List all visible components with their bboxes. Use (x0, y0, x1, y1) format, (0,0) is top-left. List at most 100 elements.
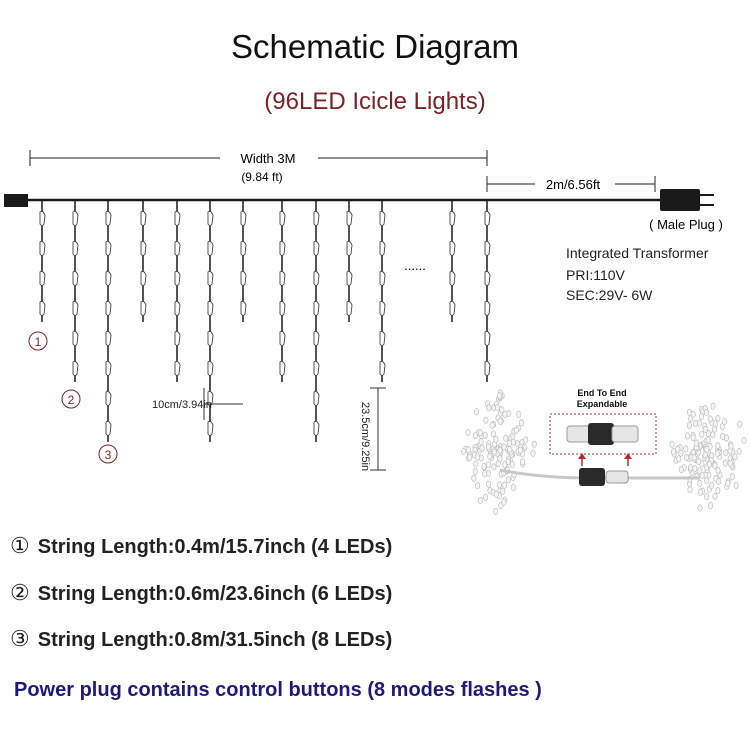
led-bulb-icon (73, 301, 78, 315)
led-bulb-icon (314, 211, 319, 225)
coil-led-dot (483, 494, 487, 500)
led-coil-right (670, 403, 746, 511)
coil-led-dot (502, 444, 506, 450)
led-bulb-icon (314, 391, 319, 405)
led-bulb-icon (314, 421, 319, 435)
coil-led-dot (498, 455, 502, 461)
led-bulb-icon (485, 361, 490, 375)
coil-led-dot (488, 453, 492, 459)
svg-text:1: 1 (35, 335, 42, 349)
led-bulb-icon (73, 361, 78, 375)
coil-led-dot (532, 441, 536, 447)
led-bulb-icon (380, 361, 385, 375)
led-bulb-icon (485, 241, 490, 255)
led-bulb-icon (380, 301, 385, 315)
coil-led-dot (697, 420, 701, 426)
led-bulb-icon (106, 331, 111, 345)
coil-led-dot (728, 460, 732, 466)
led-bulb-icon (73, 241, 78, 255)
coil-led-dot (491, 431, 495, 437)
coil-led-dot (494, 491, 498, 497)
coil-led-dot (487, 405, 491, 411)
coil-led-dot (502, 499, 506, 505)
string-length-1: ①String Length:0.4m/15.7inch (4 LEDs) (10, 533, 392, 559)
coil-led-dot (520, 459, 524, 465)
coil-led-dot (724, 450, 728, 456)
coil-led-dot (475, 483, 479, 489)
transformer-heading: Integrated Transformer (566, 244, 708, 262)
led-bulb-icon (40, 241, 45, 255)
coil-led-dot (472, 475, 476, 481)
led-bulb-icon (485, 271, 490, 285)
led-bulb-icon (450, 211, 455, 225)
led-bulb-icon (208, 241, 213, 255)
coil-led-dot (688, 487, 692, 493)
coil-led-dot (726, 480, 730, 486)
coil-led-dot (518, 447, 522, 453)
led-bulb-icon (280, 211, 285, 225)
coil-led-dot (473, 433, 477, 439)
led-bulb-icon (314, 241, 319, 255)
led-bulb-icon (347, 211, 352, 225)
coil-led-dot (486, 462, 490, 468)
led-bulb-icon (106, 391, 111, 405)
coil-led-dot (510, 462, 514, 468)
led-bulb-icon (314, 361, 319, 375)
svg-text:2: 2 (68, 393, 75, 407)
coil-led-dot (685, 433, 689, 439)
coil-led-dot (474, 409, 478, 415)
led-bulb-icon (241, 271, 246, 285)
led-bulb-icon (208, 421, 213, 435)
coil-led-dot (698, 489, 702, 495)
connector-icon (579, 468, 605, 486)
coil-led-dot (709, 482, 713, 488)
led-bulb-icon (241, 241, 246, 255)
coil-led-dot (497, 482, 501, 488)
led-bulb-icon (175, 301, 180, 315)
coil-led-dot (679, 467, 683, 473)
coil-led-dot (531, 450, 535, 456)
coil-led-dot (684, 446, 688, 452)
strand-marker-1: 1 (29, 332, 47, 350)
led-bulb-icon (106, 301, 111, 315)
led-bulb-icon (485, 211, 490, 225)
coil-led-dot (698, 505, 702, 511)
coil-led-dot (713, 493, 717, 499)
led-bulb-icon (380, 211, 385, 225)
led-bulb-icon (380, 331, 385, 345)
spacing-label: 10cm/3.94in (152, 399, 212, 411)
coil-led-dot (514, 427, 518, 433)
coil-led-dot (508, 446, 512, 452)
strand-marker-2: 2 (62, 390, 80, 408)
string-length-3: ③String Length:0.8m/31.5inch (8 LEDs) (10, 626, 392, 652)
coil-led-dot (679, 450, 683, 456)
led-bulb-icon (347, 301, 352, 315)
coil-led-dot (494, 436, 498, 442)
led-bulb-icon (241, 211, 246, 225)
marker-2: ② (10, 580, 30, 606)
led-bulb-icon (73, 271, 78, 285)
coil-led-dot (482, 463, 486, 469)
coil-led-dot (490, 422, 494, 428)
coil-led-dot (703, 426, 707, 432)
led-bulb-icon (106, 421, 111, 435)
led-bulb-icon (141, 241, 146, 255)
coil-led-dot (504, 435, 508, 441)
coil-led-dot (495, 404, 499, 410)
coil-led-dot (507, 440, 511, 446)
coil-led-dot (502, 482, 506, 488)
coil-led-dot (734, 482, 738, 488)
led-bulb-icon (347, 271, 352, 285)
led-bulb-icon (280, 301, 285, 315)
strand-marker-3: 3 (99, 445, 117, 463)
coil-led-dot (715, 450, 719, 456)
width-label: Width 3M (241, 151, 296, 166)
led-bulb-icon (106, 271, 111, 285)
coil-led-dot (486, 444, 490, 450)
coil-led-dot (737, 448, 741, 454)
coil-led-dot (733, 454, 737, 460)
led-bulb-icon (175, 361, 180, 375)
svg-text:3: 3 (105, 448, 112, 462)
male-plug-icon (660, 189, 700, 211)
led-bulb-icon (40, 271, 45, 285)
